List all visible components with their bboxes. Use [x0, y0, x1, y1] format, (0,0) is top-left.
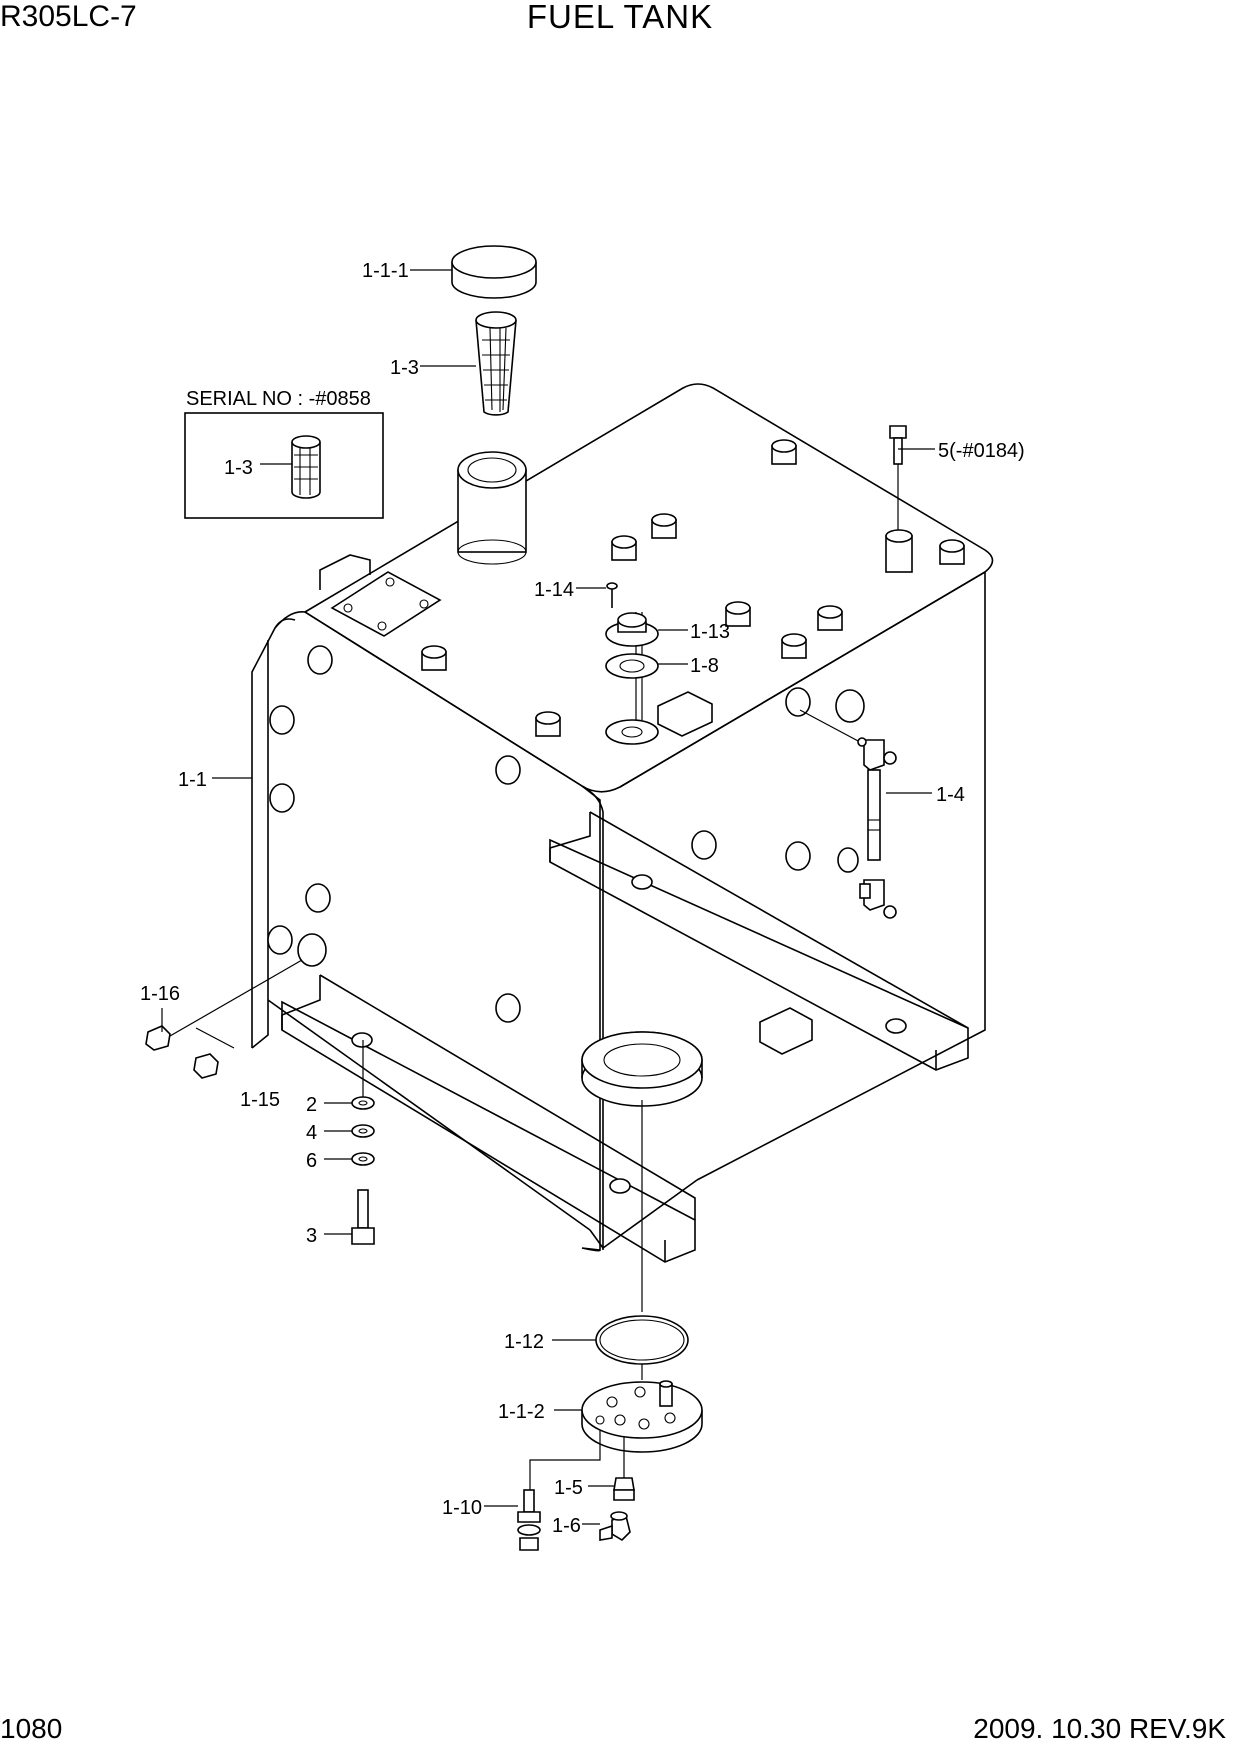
callout-labels: 1-1-1 1-3 SERIAL NO : -#0858 1-3 5(-#018… — [140, 260, 1025, 1537]
rear-mounting-rail — [549, 811, 969, 1071]
bolt-5 — [889, 425, 907, 530]
callout-6: 6 — [306, 1150, 317, 1172]
date-revision: 2009. 10.30 REV.9K — [973, 1713, 1226, 1744]
serial-inset — [184, 412, 384, 519]
callout-3: 3 — [306, 1225, 317, 1247]
top-bosses — [421, 439, 965, 737]
inspection-cover — [330, 571, 442, 637]
drain-fittings — [517, 1477, 635, 1551]
page-number: 1080 — [0, 1713, 63, 1744]
callout-2: 2 — [306, 1094, 317, 1116]
callout-1-12: 1-12 — [504, 1331, 544, 1353]
callout-1-3: 1-3 — [390, 357, 419, 379]
leader-lines — [161, 269, 935, 1525]
front-bosses — [267, 645, 521, 1023]
washers-and-bolt — [351, 1040, 375, 1245]
plugs-left — [145, 959, 303, 1079]
front-mounting-rail — [281, 974, 696, 1263]
side-bosses — [691, 687, 865, 1055]
callout-4: 4 — [306, 1122, 317, 1144]
fuel-sender-assembly — [605, 582, 659, 745]
callout-1-4: 1-4 — [936, 784, 965, 806]
filler-cap — [451, 245, 537, 299]
callout-1-1-2: 1-1-2 — [498, 1401, 545, 1423]
callout-5: 5(-#0184) — [938, 440, 1025, 462]
fuel-tank-body — [251, 383, 994, 1252]
level-gauge — [799, 709, 897, 919]
model-number: R305LC-7 — [0, 0, 137, 33]
callout-1-1: 1-1 — [178, 769, 207, 791]
callout-1-1-1: 1-1-1 — [362, 260, 409, 282]
callout-1-15: 1-15 — [240, 1089, 280, 1111]
inset-caption: SERIAL NO : -#0858 — [186, 388, 371, 410]
callout-1-10: 1-10 — [442, 1497, 482, 1519]
inset-callout-1-3: 1-3 — [224, 457, 253, 479]
callout-1-13: 1-13 — [690, 621, 730, 643]
callout-1-14: 1-14 — [534, 579, 574, 601]
filler-neck — [457, 451, 527, 565]
page-title: FUEL TANK — [526, 0, 714, 35]
drain-opening-ring — [581, 1031, 703, 1312]
callout-1-6: 1-6 — [552, 1515, 581, 1537]
callout-1-8: 1-8 — [690, 655, 719, 677]
callout-1-5: 1-5 — [554, 1477, 583, 1499]
drain-cover-assembly — [529, 1315, 703, 1490]
strainer — [475, 311, 517, 416]
callout-1-16: 1-16 — [140, 983, 180, 1005]
